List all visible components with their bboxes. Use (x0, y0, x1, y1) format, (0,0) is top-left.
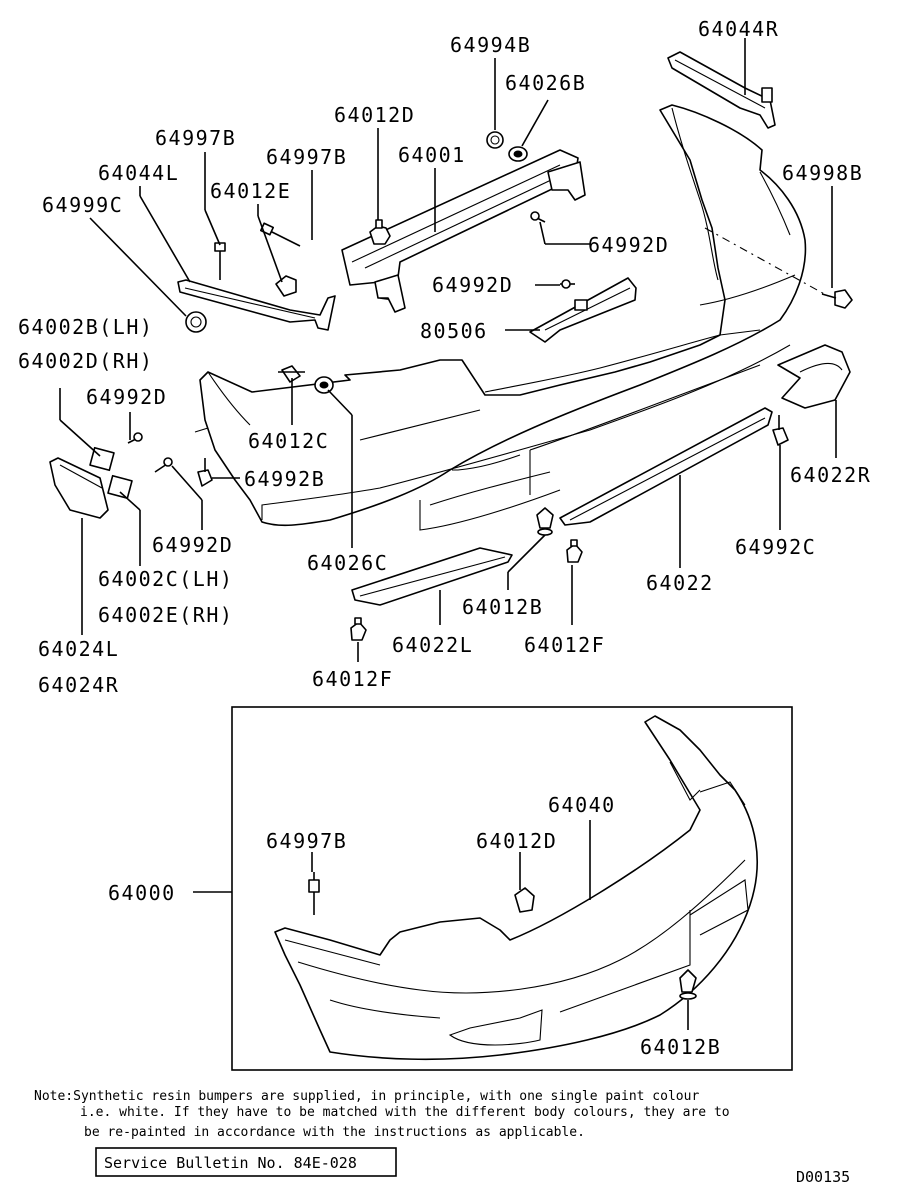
label-64022L: 64022L (392, 633, 473, 657)
inset-bumper-assembly-drawing (274, 715, 759, 1061)
label-64026B: 64026B (505, 71, 586, 95)
label-inset-64000: 64000 (108, 881, 176, 905)
label-64002B: 64002B(LH) (18, 315, 153, 339)
label-64992D-c: 64992D (86, 385, 167, 409)
label-64012F-left: 64012F (312, 667, 393, 691)
drawing-code: D00135 (796, 1168, 850, 1186)
note-line-2: i.e. white. If they have to be matched w… (80, 1105, 730, 1120)
label-inset-64997B: 64997B (266, 829, 347, 853)
molding-64022-drawing (559, 407, 773, 526)
inset-fasteners (193, 820, 697, 1030)
garnish-64024-drawing (49, 446, 133, 519)
label-64024R: 64024R (38, 673, 119, 697)
label-64992D-a: 64992D (588, 233, 669, 257)
label-64022: 64022 (646, 571, 714, 595)
part-number-labels: 64044R 64994B 64026B 64012D 64001 64997B… (18, 17, 871, 1059)
trim-64022L-drawing (351, 547, 513, 606)
label-64992D-d: 64992D (152, 533, 233, 557)
label-64012F-right: 64012F (524, 633, 605, 657)
label-64997B-left: 64997B (155, 126, 236, 150)
label-64002C: 64002C(LH) (98, 567, 233, 591)
label-64001: 64001 (398, 143, 466, 167)
label-64012E: 64012E (210, 179, 291, 203)
label-64012B-top: 64012B (462, 595, 543, 619)
leader-lines (59, 38, 837, 662)
note-block: Note:Synthetic resin bumpers are supplie… (34, 1089, 730, 1140)
label-inset-64012D: 64012D (476, 829, 557, 853)
bumper-reinforcement-drawing (341, 149, 586, 313)
label-inset-64040: 64040 (548, 793, 616, 817)
label-64026C: 64026C (307, 551, 388, 575)
service-bulletin-text: Service Bulletin No. 84E-028 (104, 1154, 357, 1172)
note-line-1: Note:Synthetic resin bumpers are supplie… (34, 1089, 699, 1104)
label-64022R: 64022R (790, 463, 871, 487)
label-64044L: 64044L (98, 161, 179, 185)
service-bulletin-box (95, 1147, 397, 1177)
label-64002D: 64002D(RH) (18, 349, 153, 373)
label-64992C: 64992C (735, 535, 816, 559)
label-64012C: 64012C (248, 429, 329, 453)
label-64002E: 64002E(RH) (98, 603, 233, 627)
fasteners-drawing (127, 131, 853, 641)
label-64999C: 64999C (42, 193, 123, 217)
note-line-3: be re-painted in accordance with the ins… (84, 1125, 585, 1140)
bracket-64044L-drawing (177, 279, 336, 331)
label-64997B-mid: 64997B (266, 145, 347, 169)
cover-64022R-drawing (777, 344, 851, 409)
label-64012D: 64012D (334, 103, 415, 127)
label-64992D-b: 64992D (432, 273, 513, 297)
label-64992B: 64992B (244, 467, 325, 491)
label-64998B: 64998B (782, 161, 863, 185)
label-80506: 80506 (420, 319, 488, 343)
inset-box (231, 706, 793, 1071)
bracket-64044R-drawing (667, 51, 776, 129)
label-64024L: 64024L (38, 637, 119, 661)
label-64044R: 64044R (698, 17, 779, 41)
label-64994B: 64994B (450, 33, 531, 57)
bracket-80506-drawing (529, 277, 637, 343)
label-inset-64012B: 64012B (640, 1035, 721, 1059)
